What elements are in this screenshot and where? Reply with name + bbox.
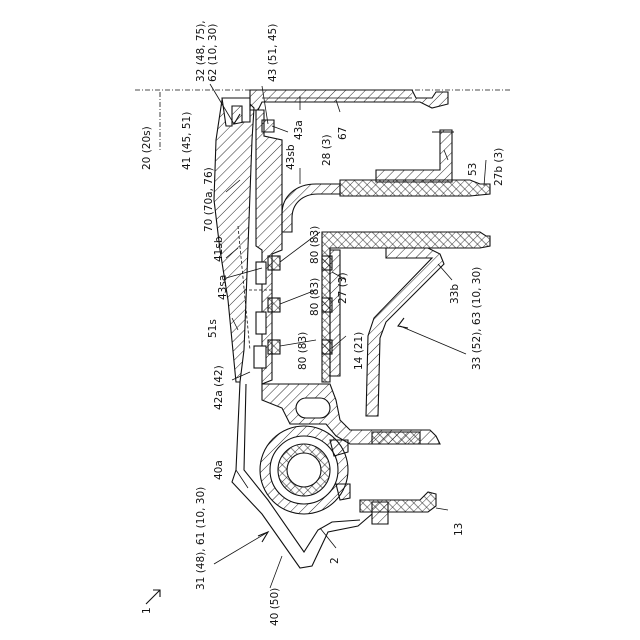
label-42a: 42a (42) [213,365,225,410]
label-62: 62 (10, 30) [207,24,219,82]
frame-28 [282,184,340,232]
frame-67 [250,90,448,110]
label-43a: 43a [293,120,305,140]
member-33 [366,248,444,416]
label-67: 67 [337,127,349,140]
label-41sb: 41sb [213,236,225,262]
label-43sa: 43sa [217,275,229,300]
label-1: 1 [141,607,153,614]
label-80b: 80 (83) [309,278,321,316]
label-80a: 80 (83) [309,226,321,264]
label-32: 32 (48, 75), [195,20,207,82]
label-43: 43 (51, 45) [267,24,279,82]
label-2: 2 [329,557,341,564]
label-53: 53 [467,163,479,176]
arrow-1 [146,590,160,604]
label-28: 28 (3) [321,134,333,166]
thread-bottom [372,432,420,444]
label-70: 70 (70a, 76) [203,167,215,232]
label-51s: 51s [207,319,219,338]
bracket-13 [360,492,436,512]
label-27: 27 (3) [337,272,349,304]
label-41: 41 (45, 51) [181,112,193,170]
label-27b: 27b (3) [493,148,505,186]
label-40: 40 (50) [269,588,281,626]
label-13: 13 [453,523,465,536]
label-20: 20 (20s) [141,126,153,170]
label-31: 31 (48), 61 (10, 30) [195,487,207,590]
label-43sb: 43sb [285,144,297,170]
label-80c: 80 (83) [297,332,309,370]
bracket-53 [376,130,452,182]
label-14: 14 (21) [353,332,365,370]
label-33: 33 (52), 63 (10, 30) [471,267,483,370]
oval-hole [296,398,330,418]
label-40a: 40a [213,460,225,480]
spacer-blocks [254,262,266,368]
label-33b: 33b [449,284,461,304]
